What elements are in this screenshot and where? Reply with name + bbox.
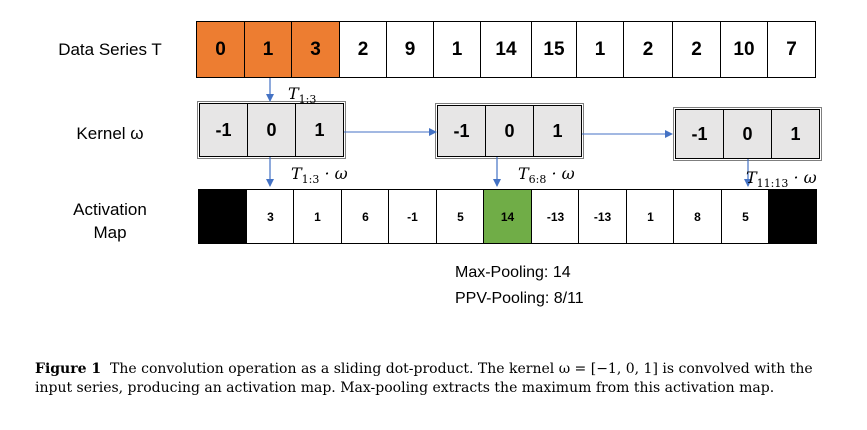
activation-cell-6: 14 <box>483 189 532 244</box>
activation-cell-9: 1 <box>626 189 675 244</box>
figure-caption-label: Figure 1 <box>35 361 102 377</box>
annotation-dot1-base: T <box>291 164 302 183</box>
kernel-cell-1-1: 0 <box>247 103 296 157</box>
data-cell-12: 7 <box>767 21 816 78</box>
activation-cell-1: 3 <box>246 189 295 244</box>
data-cell-6: 14 <box>480 21 532 78</box>
data-cell-3: 2 <box>339 21 387 78</box>
activation-cell-11: 5 <box>721 189 770 244</box>
annotation-dot3-base: T <box>746 168 757 187</box>
annotation-t-slice: T1:3 <box>288 84 316 106</box>
max-pooling-result: Max-Pooling: 14 <box>455 264 571 281</box>
kernel-cell-1-2: 1 <box>295 103 344 157</box>
activation-map-label: Activation Map <box>40 198 180 244</box>
activation-padding-cell-12 <box>768 189 817 244</box>
annotation-dot-product-2: T6:8 · ω <box>518 164 575 186</box>
activation-cell-3: 6 <box>341 189 390 244</box>
ppv-pooling-result: PPV-Pooling: 8/11 <box>455 290 584 307</box>
activation-cell-10: 8 <box>673 189 722 244</box>
activation-padding-cell-0 <box>198 189 247 244</box>
annotation-dot-product-3: T11:13 · ω <box>746 168 817 190</box>
data-cell-0: 0 <box>196 21 245 78</box>
kernel-cell-2-1: 0 <box>485 105 534 157</box>
data-cell-11: 10 <box>720 21 768 78</box>
kernel-cell-2-0: -1 <box>437 105 486 157</box>
activation-cell-4: -1 <box>388 189 437 244</box>
annotation-dot3-sub: 11:13 <box>756 177 789 191</box>
activation-cell-5: 5 <box>436 189 485 244</box>
data-cell-4: 9 <box>386 21 434 78</box>
activation-cell-8: -13 <box>578 189 627 244</box>
annotation-dot3-suffix: · ω <box>788 168 817 187</box>
kernel-cell-2-2: 1 <box>533 105 582 157</box>
data-series-label: Data Series T <box>58 40 162 59</box>
kernel-cell-3-0: -1 <box>675 109 724 159</box>
annotation-dot2-sub: 6:8 <box>528 173 547 187</box>
annotation-dot2-base: T <box>518 164 529 183</box>
kernel-cell-3-2: 1 <box>771 109 820 159</box>
annotation-dot-product-1: T1:3 · ω <box>291 164 348 186</box>
activation-cell-7: -13 <box>531 189 580 244</box>
annotation-dot2-suffix: · ω <box>546 164 575 183</box>
activation-map-label-line2: Map <box>93 223 127 242</box>
data-cell-10: 2 <box>672 21 721 78</box>
activation-map-label-line1: Activation <box>73 200 147 219</box>
kernel-label: Kernel ω <box>76 124 144 143</box>
activation-cell-2: 1 <box>293 189 342 244</box>
data-cell-8: 1 <box>576 21 624 78</box>
figure-caption: Figure 1 The convolution operation as a … <box>35 360 835 398</box>
kernel-cell-1-0: -1 <box>199 103 248 157</box>
figure-caption-text: The convolution operation as a sliding d… <box>35 361 813 396</box>
annotation-t-slice-base: T <box>288 84 299 103</box>
kernel-cell-3-1: 0 <box>723 109 772 159</box>
data-cell-1: 1 <box>244 21 292 78</box>
data-cell-9: 2 <box>623 21 673 78</box>
data-cell-7: 15 <box>531 21 577 78</box>
data-cell-5: 1 <box>433 21 481 78</box>
annotation-dot1-sub: 1:3 <box>301 173 320 187</box>
data-cell-2: 3 <box>291 21 340 78</box>
annotation-t-slice-sub: 1:3 <box>298 93 317 107</box>
annotation-dot1-suffix: · ω <box>319 164 348 183</box>
